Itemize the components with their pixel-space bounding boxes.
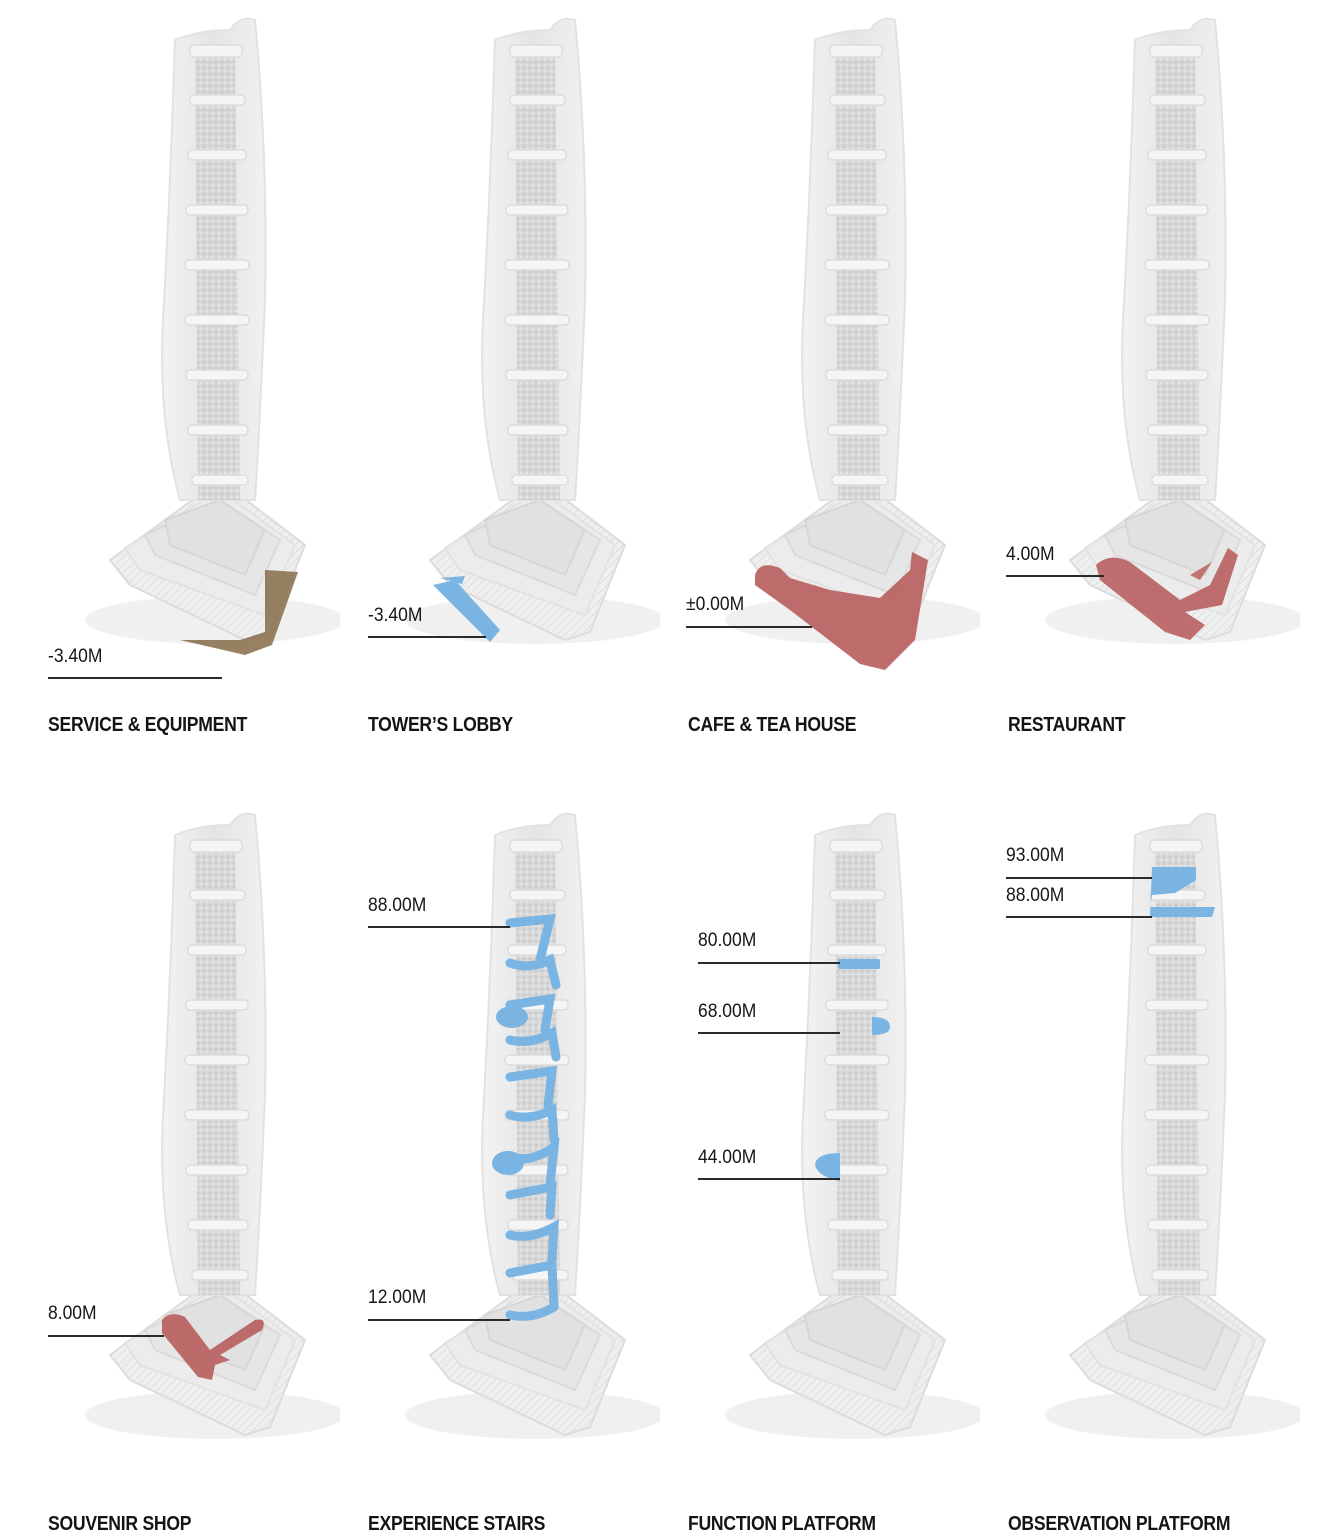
- panel-caption: EXPERIENCE STAIRS: [368, 1513, 546, 1535]
- elevation-label: 4.00M: [1006, 544, 1055, 565]
- leader-line: [698, 1032, 840, 1034]
- tower-model-graphic: [404, 812, 660, 1440]
- tower-model-graphic: [1044, 812, 1300, 1440]
- panel-caption: SERVICE & EQUIPMENT: [48, 714, 248, 736]
- restaurant-level-highlight: [1096, 548, 1238, 640]
- tower-model-graphic: [84, 812, 340, 1440]
- elevation-label-top: 88.00M: [368, 895, 427, 916]
- panel-cafe-tea-house: ±0.00M CAFE & TEA HOUSE: [680, 0, 980, 740]
- panel-caption: RESTAURANT: [1008, 714, 1126, 736]
- tower-model-graphic: [404, 17, 660, 645]
- leader-line: [1006, 575, 1104, 577]
- elevation-label: ±0.00M: [686, 594, 745, 615]
- leader-line: [368, 636, 486, 638]
- observation-highlight: [1150, 867, 1215, 917]
- panel-caption: FUNCTION PLATFORM: [688, 1513, 876, 1535]
- panel-service-equipment: -3.40M SERVICE & EQUIPMENT: [40, 0, 340, 740]
- leader-line: [48, 1335, 164, 1337]
- leader-line: [698, 1178, 840, 1180]
- leader-line: [48, 677, 222, 679]
- tower-model-graphic: [84, 17, 340, 655]
- platform-highlight-44m: [815, 1153, 840, 1181]
- elevation-label-bottom: 12.00M: [368, 1287, 427, 1308]
- panel-caption: TOWER’S LOBBY: [368, 714, 513, 736]
- cafe-level-highlight: [755, 552, 928, 670]
- leader-line: [368, 1319, 510, 1321]
- leader-line: [368, 926, 510, 928]
- elevation-label-93m: 93.00M: [1006, 845, 1065, 866]
- panel-souvenir-shop: 8.00M SOUVENIR SHOP: [40, 795, 340, 1535]
- service-level-highlight: [180, 570, 298, 655]
- panel-observation-platform: 93.00M 88.00M OBSERVATION PLATFORM: [1000, 795, 1300, 1535]
- platform-highlight-68m: [872, 1017, 890, 1035]
- panel-towers-lobby: -3.40M TOWER’S LOBBY: [360, 0, 660, 740]
- leader-line: [698, 962, 840, 964]
- elevation-label: -3.40M: [48, 646, 103, 667]
- panel-function-platform: 80.00M 68.00M 44.00M FUNCTION PLATFORM: [680, 795, 980, 1535]
- tower-model-graphic: [724, 812, 980, 1440]
- elevation-label: -3.40M: [368, 605, 423, 626]
- tower-model-graphic: [1044, 17, 1300, 645]
- tower-model-graphic: [724, 17, 980, 670]
- souvenir-level-highlight: [162, 1314, 264, 1380]
- panel-caption: CAFE & TEA HOUSE: [688, 714, 857, 736]
- elevation-label-68m: 68.00M: [698, 1001, 757, 1022]
- elevation-label: 8.00M: [48, 1303, 97, 1324]
- elevation-label-88m: 88.00M: [1006, 885, 1065, 906]
- lobby-level-highlight: [433, 580, 500, 642]
- panel-caption: SOUVENIR SHOP: [48, 1513, 192, 1535]
- platform-highlight-80m: [838, 959, 880, 969]
- elevation-label-44m: 44.00M: [698, 1147, 757, 1168]
- panel-restaurant: 4.00M RESTAURANT: [1000, 0, 1300, 740]
- panel-caption: OBSERVATION PLATFORM: [1008, 1513, 1231, 1535]
- leader-line: [1006, 877, 1152, 879]
- leader-line: [686, 626, 812, 628]
- panel-experience-stairs: 88.00M 12.00M EXPERIENCE STAIRS: [360, 795, 660, 1535]
- elevation-label-80m: 80.00M: [698, 930, 757, 951]
- leader-line: [1006, 916, 1152, 918]
